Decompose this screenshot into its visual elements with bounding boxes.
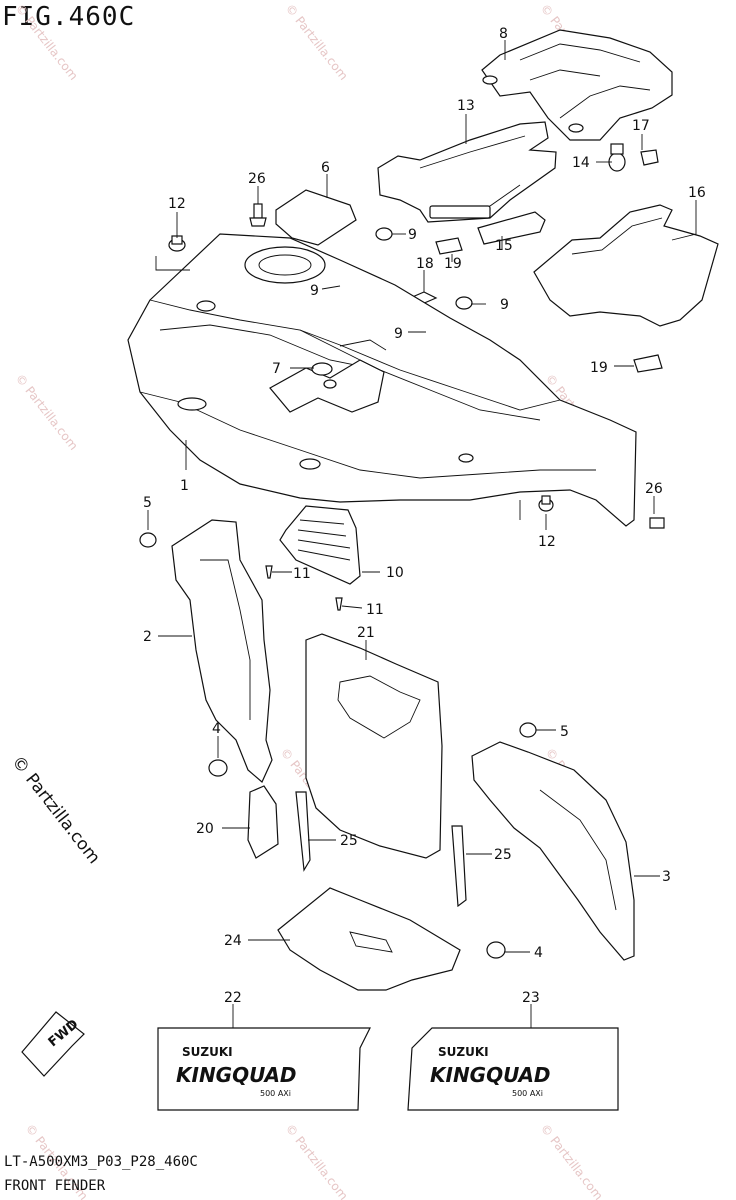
callout-9: 9 xyxy=(408,227,417,243)
part-3-mud-guard-right[interactable] xyxy=(471,741,635,961)
callout-24: 24 xyxy=(224,933,242,949)
callout-9: 9 xyxy=(500,297,509,313)
callout-10: 10 xyxy=(386,565,404,581)
callout-12: 12 xyxy=(538,534,556,550)
callout-16: 16 xyxy=(688,185,706,201)
leader-lines xyxy=(147,40,697,1028)
watermark: © Partzilla.com xyxy=(13,371,81,453)
callout-3: 3 xyxy=(662,869,671,885)
part-2-mud-guard-left[interactable] xyxy=(171,519,273,783)
part-22-decal-left[interactable]: SUZUKI KINGQUAD 500 AXi xyxy=(157,1027,371,1111)
callout-25: 25 xyxy=(340,833,358,849)
watermark: © Partzilla.com xyxy=(538,1121,606,1200)
callout-19: 19 xyxy=(590,360,608,376)
part-4-bolt[interactable] xyxy=(486,941,506,959)
callout-6: 6 xyxy=(321,160,330,176)
fwd-arrow-icon: FWD xyxy=(21,1011,85,1077)
callout-11: 11 xyxy=(293,566,311,582)
decal-variant: 500 AXi xyxy=(260,1089,291,1098)
part-16-panel[interactable] xyxy=(533,204,719,327)
part-6-lid[interactable] xyxy=(275,189,357,246)
callout-7: 7 xyxy=(272,361,281,377)
part-26-bolt[interactable] xyxy=(649,517,665,529)
part-21-side-panel[interactable] xyxy=(305,633,443,859)
callout-1: 1 xyxy=(180,478,189,494)
callout-8: 8 xyxy=(499,26,508,42)
part-13-bracket[interactable] xyxy=(377,121,557,223)
callout-22: 22 xyxy=(224,990,242,1006)
callout-5: 5 xyxy=(560,724,569,740)
callouts: 8 13 6 26 12 14 17 16 15 19 18 9 9 9 9 7… xyxy=(143,26,706,1006)
callout-26: 26 xyxy=(248,171,266,187)
decal-brand: SUZUKI xyxy=(182,1045,233,1059)
part-4-bolt[interactable] xyxy=(208,759,228,777)
part-7-rubber[interactable] xyxy=(311,362,337,389)
callout-26: 26 xyxy=(645,481,663,497)
callout-11: 11 xyxy=(366,602,384,618)
callout-5: 5 xyxy=(143,495,152,511)
watermark: © Partzilla.com xyxy=(13,1,81,83)
part-1-front-fender[interactable] xyxy=(127,233,637,527)
part-25-cable-tie[interactable] xyxy=(295,791,467,908)
figure-title: FIG.460C xyxy=(2,2,136,32)
callout-19: 19 xyxy=(444,256,462,272)
figure-name: FRONT FENDER xyxy=(4,1178,106,1194)
callout-4: 4 xyxy=(212,721,221,737)
callout-18: 18 xyxy=(416,256,434,272)
decal-brand: SUZUKI xyxy=(438,1045,489,1059)
callout-20: 20 xyxy=(196,821,214,837)
part-5-rivet[interactable] xyxy=(139,532,157,548)
part-8-cover[interactable] xyxy=(481,29,673,141)
part-17-nut[interactable] xyxy=(640,149,659,166)
decal-model: KINGQUAD xyxy=(430,1063,551,1087)
watermark: © Partzilla.com xyxy=(283,1121,351,1200)
callout-4: 4 xyxy=(534,945,543,961)
callout-23: 23 xyxy=(522,990,540,1006)
part-5-rivet[interactable] xyxy=(519,722,537,738)
callout-21: 21 xyxy=(357,625,375,641)
part-14-clip[interactable] xyxy=(608,143,626,172)
callout-14: 14 xyxy=(572,155,590,171)
callout-25: 25 xyxy=(494,847,512,863)
decal-model: KINGQUAD xyxy=(176,1063,297,1087)
part-20-bracket[interactable] xyxy=(247,785,279,859)
part-10-grille[interactable] xyxy=(279,505,361,585)
part-26-bolt[interactable] xyxy=(249,203,267,227)
part-23-decal-right[interactable]: SUZUKI KINGQUAD 500 AXi xyxy=(407,1027,619,1111)
part-24-plate[interactable] xyxy=(277,887,461,991)
callout-13: 13 xyxy=(457,98,475,114)
callout-9: 9 xyxy=(394,326,403,342)
part-11-screw[interactable] xyxy=(265,565,343,611)
part-15-reflector[interactable] xyxy=(477,211,546,245)
decal-variant: 500 AXi xyxy=(512,1089,543,1098)
part-19-cushion[interactable] xyxy=(435,237,663,373)
callout-15: 15 xyxy=(495,238,513,254)
callout-2: 2 xyxy=(143,629,152,645)
figure-code: LT-A500XM3_P03_P28_460C xyxy=(4,1154,198,1170)
watermark: © Partzilla.com xyxy=(283,1,351,83)
callout-9: 9 xyxy=(310,283,319,299)
callout-17: 17 xyxy=(632,118,650,134)
part-12-grommet[interactable] xyxy=(168,235,186,252)
callout-12: 12 xyxy=(168,196,186,212)
part-12-grommet[interactable] xyxy=(538,495,554,512)
